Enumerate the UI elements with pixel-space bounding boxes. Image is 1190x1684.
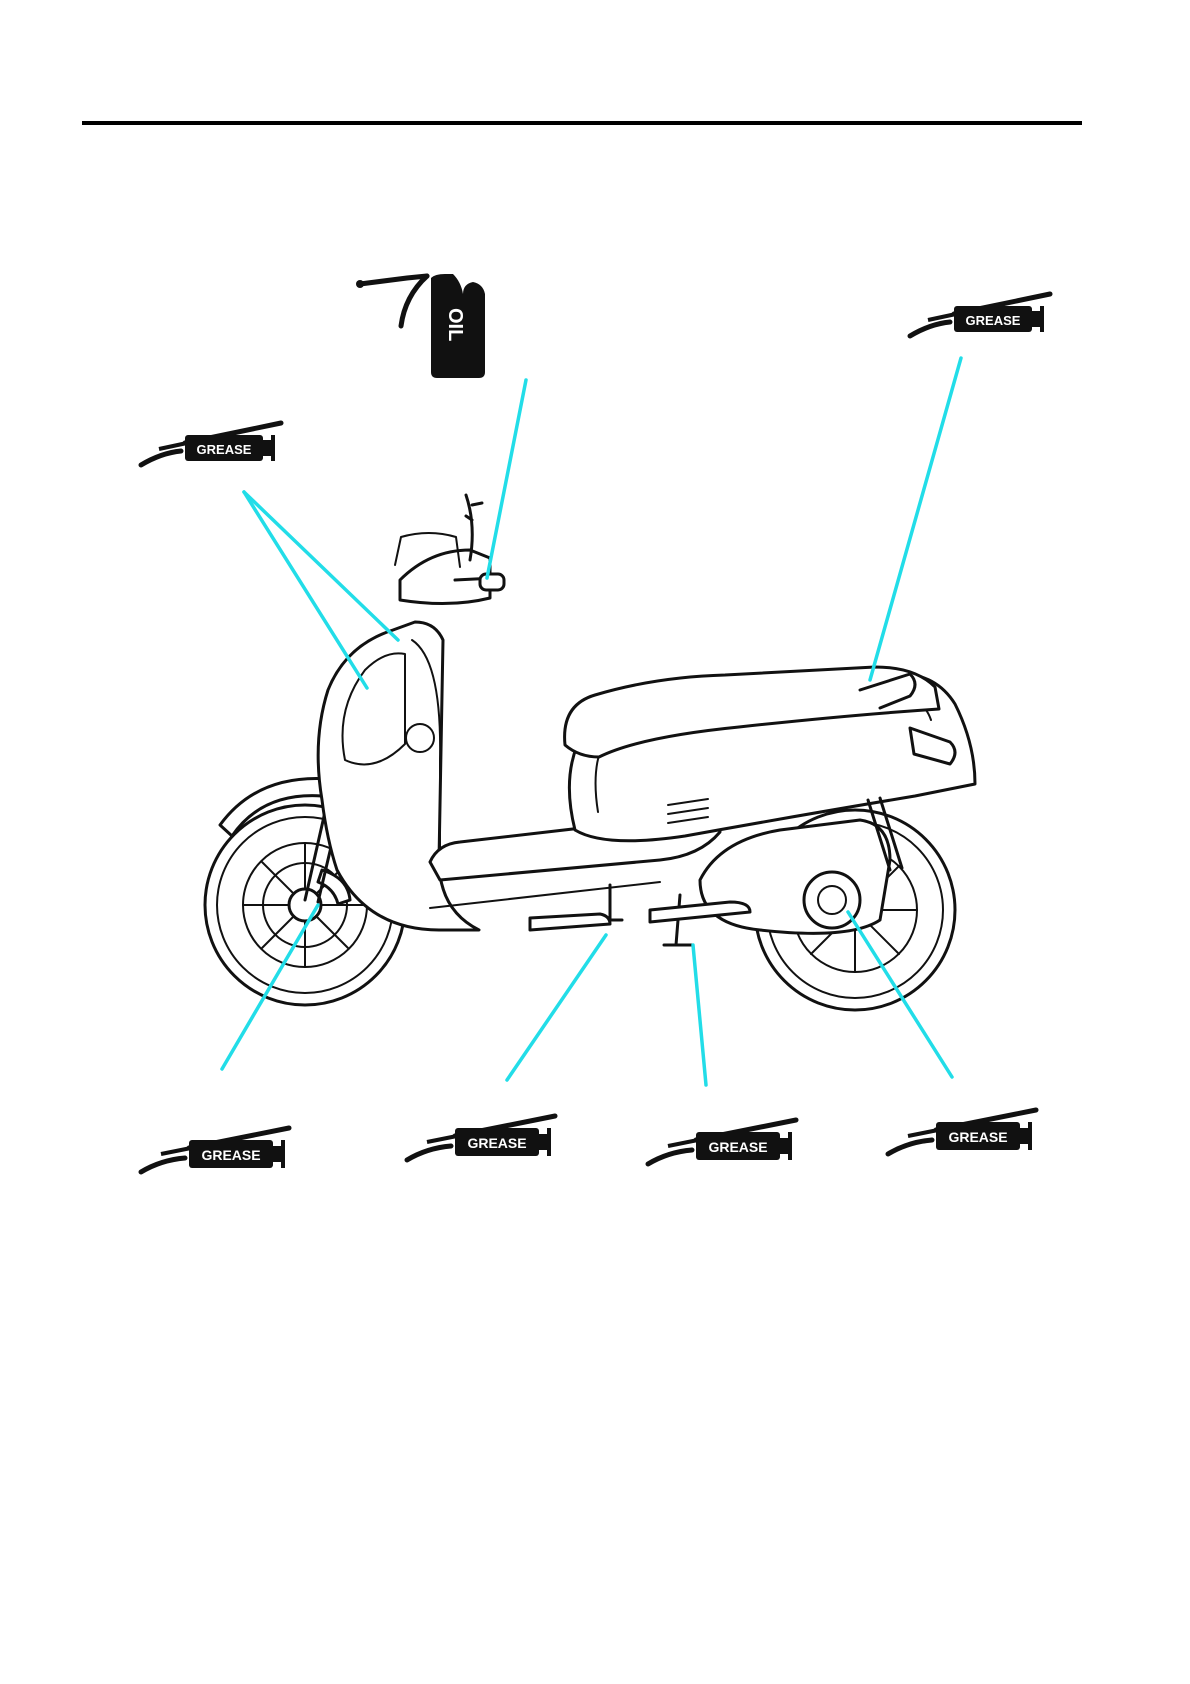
grease-label: GREASE: [197, 442, 252, 457]
headset: [400, 550, 490, 604]
grease-label: GREASE: [467, 1135, 526, 1151]
engine-case: [700, 820, 890, 933]
grease-gun-icon-steering: GREASE: [141, 423, 281, 465]
oil-can-icon: OIL: [356, 274, 485, 378]
grease-gun-icon-side-stand: GREASE: [407, 1116, 555, 1160]
leader-line-handlebar: [487, 380, 526, 578]
grease-label: GREASE: [948, 1129, 1007, 1145]
grease-gun-icon-seat: GREASE: [910, 294, 1050, 336]
leader-line-side-stand: [507, 935, 606, 1080]
grease-label: GREASE: [708, 1139, 767, 1155]
grease-gun-icon-front-hub: GREASE: [141, 1128, 289, 1172]
grease-label: GREASE: [966, 313, 1021, 328]
grease-label: GREASE: [201, 1147, 260, 1163]
grease-gun-icon-transmission: GREASE: [888, 1110, 1036, 1154]
grease-gun-icon-centre-stand: GREASE: [648, 1120, 796, 1164]
oil-label: OIL: [444, 308, 466, 341]
leader-line-centre-stand: [693, 945, 706, 1085]
leader-line-steering-lower: [244, 492, 367, 688]
leader-line-seat: [870, 358, 961, 680]
leader-line-transmission: [848, 912, 952, 1077]
